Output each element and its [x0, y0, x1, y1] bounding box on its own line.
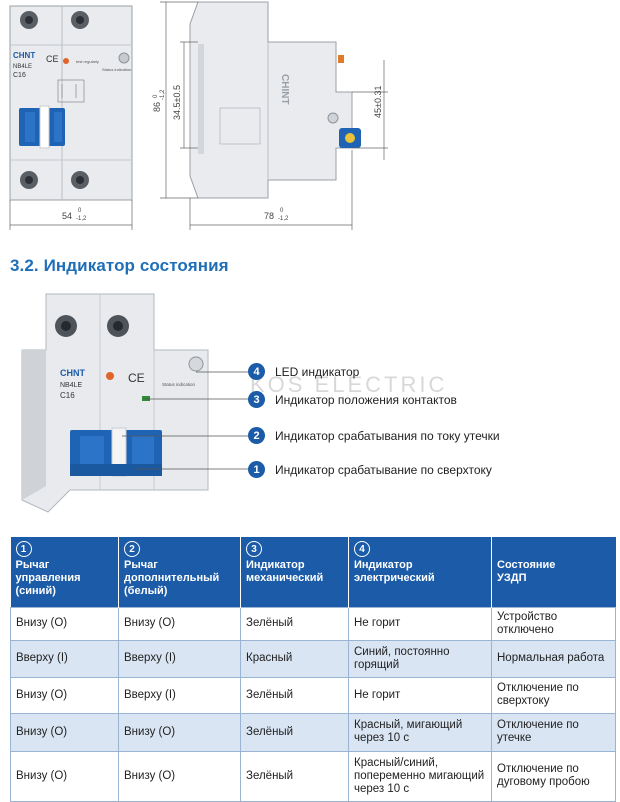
status-table: 1 Рычаг управления (синий) 2 Рычаг допол… [10, 537, 616, 802]
photo-status-label: Status indication [162, 382, 196, 387]
header-line: (белый) [124, 585, 168, 597]
header-line: Рычаг [124, 559, 158, 571]
legend-item-led: 4 LED индикатор [248, 363, 359, 380]
front-brand-label: CHNT [13, 51, 35, 60]
side-total-height-tol-top: 0 [153, 94, 159, 98]
table-cell: Внизу (О) [10, 606, 119, 641]
header-line: Состояние [497, 559, 556, 571]
front-status-label: Status indication [102, 67, 131, 72]
legend-item-contact-position: 3 Индикатор положения контактов [248, 391, 457, 408]
legend-badge: 4 [248, 363, 265, 380]
legend-text: Индикатор положения контактов [275, 392, 457, 407]
side-depth-dim: 78 [264, 211, 274, 221]
table-cell: Внизу (О) [118, 750, 241, 802]
product-photo: CHNT NB4LE C16 CE Status indication [21, 293, 209, 513]
photo-model-label: NB4LE [60, 382, 83, 389]
front-test-label: test regularly [76, 59, 99, 64]
table-cell: Внизу (О) [10, 712, 119, 752]
table-cell: Красный/синий, попеременно мигающий чере… [348, 750, 492, 802]
front-view-drawing: CHNT NB4LE C16 CE test regularly Status … [9, 5, 133, 201]
header-badge: 3 [246, 541, 262, 557]
photo-rating-label: C16 [60, 391, 75, 400]
table-cell: Зелёный [240, 712, 349, 752]
table-cell: Красный, мигающий через 10 с [348, 712, 492, 752]
legend-item-overcurrent: 1 Индикатор срабатывание по сверхтоку [248, 461, 492, 478]
side-brand-label: CHINT [279, 74, 290, 105]
table-cell: Синий, постоянно горящий [348, 639, 492, 678]
side-mid-height-dim: 34.5±0.5 [172, 85, 182, 120]
header-line: УЗДП [497, 572, 527, 584]
photo-brand-label: CHNT [60, 368, 85, 378]
legend-badge: 1 [248, 461, 265, 478]
table-cell: Не горит [348, 676, 492, 714]
header-line: Индикатор [354, 559, 413, 571]
table-row: Внизу (О) Внизу (О) Зелёный Красный, миг… [10, 712, 616, 752]
header-line: механический [246, 572, 324, 584]
section-title: 3.2. Индикатор состояния [10, 256, 229, 275]
col-header-control-lever: 1 Рычаг управления (синий) [10, 537, 119, 607]
table-cell: Внизу (О) [118, 606, 241, 641]
side-depth-tol-top: 0 [280, 208, 284, 214]
table-cell: Зелёный [240, 750, 349, 802]
table-row: Внизу (О) Вверху (I) Зелёный Не горит От… [10, 676, 616, 714]
side-view-drawing: CHINT [189, 1, 361, 199]
front-model-label: NB4LE [13, 64, 32, 70]
table-cell: Нормальная работа [491, 639, 616, 678]
header-line: Рычаг [15, 559, 50, 571]
front-width-dim: 54 [62, 211, 72, 221]
table-cell: Отключение по утечке [491, 712, 616, 752]
legend-badge: 2 [248, 427, 265, 444]
front-width-tol-top: 0 [78, 208, 82, 214]
header-line: Индикатор [246, 559, 305, 571]
table-cell: Зелёный [240, 676, 349, 714]
legend-badge: 3 [248, 391, 265, 408]
header-line: электрический [354, 572, 435, 584]
table-cell: Внизу (О) [10, 676, 119, 714]
table-row: Внизу (О) Внизу (О) Зелёный Не горит Уст… [10, 606, 616, 641]
side-depth-tol-bottom: -1,2 [278, 216, 289, 222]
col-header-extra-lever: 2 Рычаг дополнительный (белый) [118, 537, 241, 607]
table-row: Внизу (О) Внизу (О) Зелёный Красный/сини… [10, 750, 616, 802]
header-line: (синий) [15, 585, 56, 597]
col-header-device-state: Состояние УЗДП [491, 537, 616, 607]
front-width-tol-bottom: -1,2 [76, 216, 87, 222]
technical-drawings: CHNT NB4LE C16 CE test regularly Status … [9, 1, 388, 230]
table-cell: Вверху (I) [118, 639, 241, 678]
front-ce-mark: CE [46, 54, 59, 64]
header-line: дополнительный [124, 572, 220, 584]
header-badge: 1 [15, 541, 32, 557]
side-rail-height-dim: 45±0.31 [373, 86, 383, 118]
table-cell: Устройство отключено [491, 606, 616, 641]
table-cell: Вверху (I) [118, 676, 241, 714]
table-cell: Красный [240, 639, 349, 678]
header-badge: 4 [354, 541, 370, 557]
table-header-row: 1 Рычаг управления (синий) 2 Рычаг допол… [10, 537, 616, 607]
col-header-electrical-indicator: 4 Индикатор электрический [348, 537, 492, 607]
table-cell: Зелёный [240, 606, 349, 641]
table-row: Вверху (I) Вверху (I) Красный Синий, пос… [10, 639, 616, 678]
side-total-height-dim: 86 [152, 102, 162, 112]
side-total-height-tol-bottom: -1,2 [160, 89, 166, 100]
legend-text: Индикатор срабатывание по сверхтоку [275, 462, 492, 477]
legend-text: Индикатор срабатывания по току утечки [275, 428, 500, 443]
table-cell: Вверху (I) [10, 639, 119, 678]
table-cell: Внизу (О) [10, 750, 119, 802]
header-badge: 2 [124, 541, 140, 557]
legend-item-leakage: 2 Индикатор срабатывания по току утечки [248, 427, 500, 444]
front-rating-label: C16 [13, 72, 26, 79]
table-cell: Не горит [348, 606, 492, 641]
table-cell: Отключение по сверхтоку [491, 676, 616, 714]
header-line: управления [15, 572, 81, 584]
table-cell: Внизу (О) [118, 712, 241, 752]
legend-text: LED индикатор [275, 364, 360, 379]
photo-ce-mark: CE [128, 371, 145, 385]
watermark: KOS ELECTRIC [250, 372, 448, 397]
col-header-mechanical-indicator: 3 Индикатор механический [240, 537, 349, 607]
table-cell: Отключение по дуговому пробою [491, 750, 616, 802]
